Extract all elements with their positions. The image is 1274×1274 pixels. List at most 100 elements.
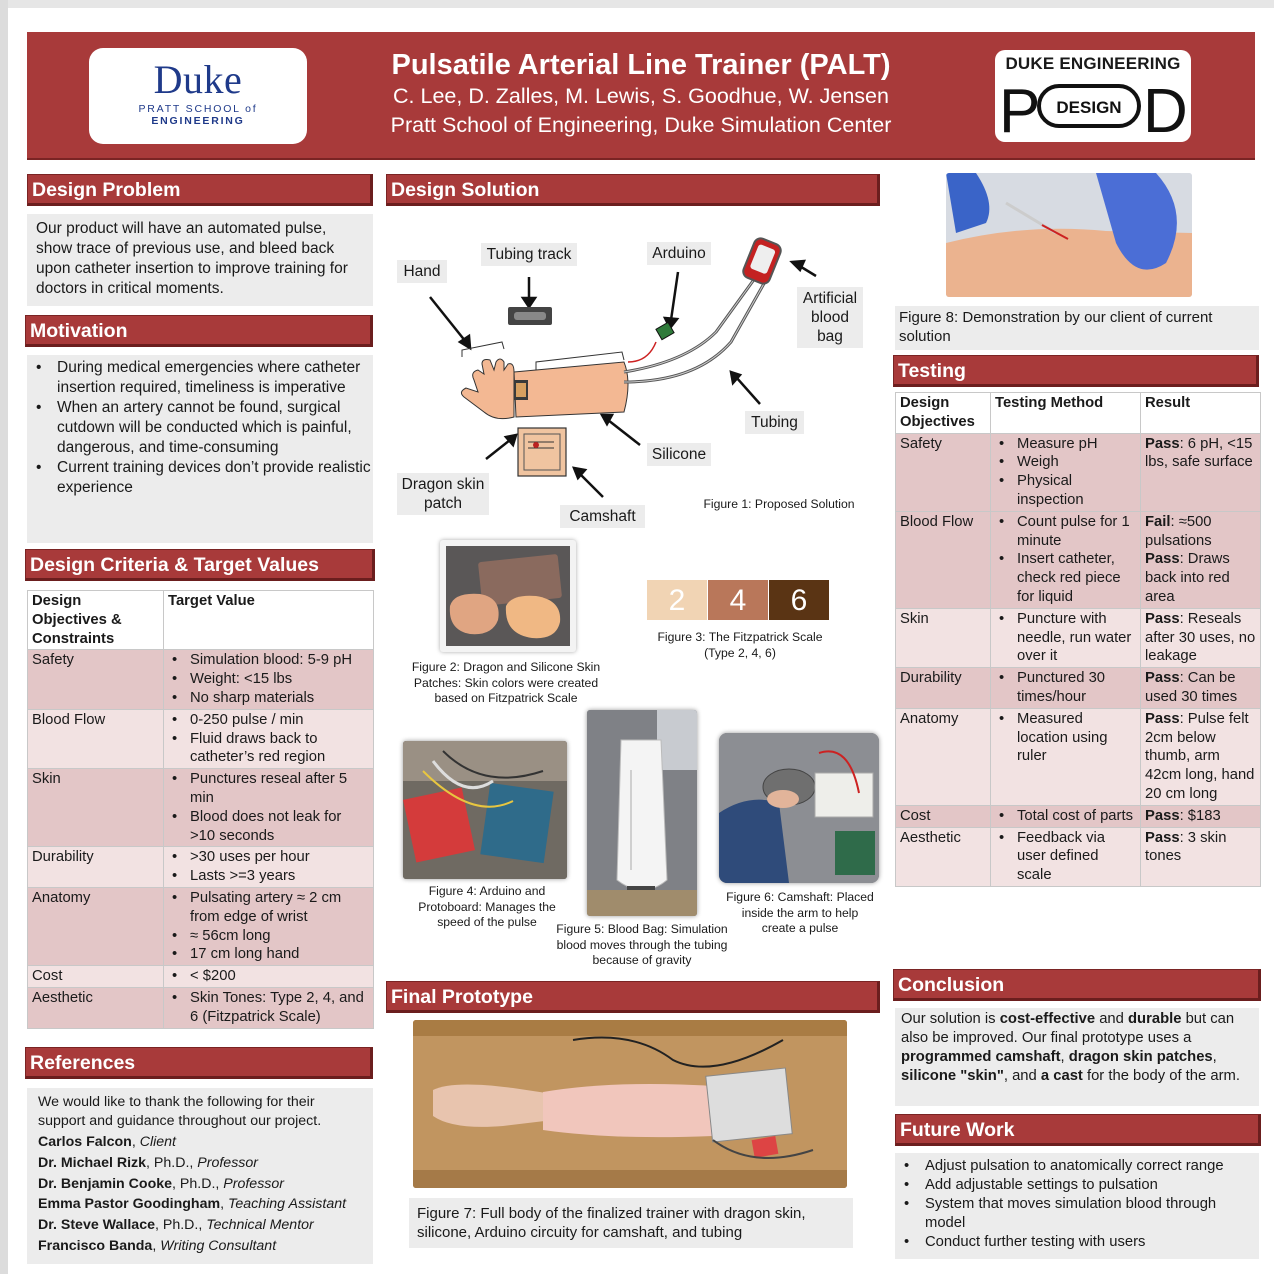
- criteria-target: >30 uses per hour: [168, 848, 369, 867]
- criteria-target: Blood does not leak for >10 seconds: [168, 808, 369, 846]
- criteria-col-objectives: Design Objectives & Constraints: [27, 589, 164, 651]
- duke-pratt-logo: Duke PRATT SCHOOL of ENGINEERING: [89, 48, 307, 144]
- testing-method: Total cost of parts: [995, 807, 1136, 826]
- result-label: Fail: [1145, 513, 1171, 530]
- result-text: : 3 skin tones: [1145, 829, 1227, 865]
- criteria-row-targets: 0-250 pulse / min Fluid draws back to ca…: [163, 708, 374, 770]
- testing-row-result: Pass: $183: [1140, 804, 1261, 828]
- testing-row: Blood Flow Count pulse for 1 minute Inse…: [895, 510, 1261, 609]
- criteria-row-targets: < $200: [163, 965, 374, 988]
- criteria-row-name: Anatomy: [27, 886, 164, 967]
- pod-logo-design: DESIGN: [1056, 98, 1121, 117]
- testing-heading: Testing: [893, 355, 1259, 387]
- testing-method: Puncture with needle, run water over it: [995, 610, 1136, 666]
- conclusion-emphasis: programmed camshaft: [901, 1049, 1061, 1065]
- result-label: Pass: [1145, 435, 1180, 452]
- testing-row-methods: Measure pH Weigh Physical inspection: [990, 432, 1141, 512]
- references-intro: We would like to thank the following for…: [38, 1094, 322, 1129]
- conclusion-emphasis: durable: [1128, 1011, 1182, 1027]
- motivation-heading: Motivation: [25, 315, 373, 347]
- poster-header: Duke PRATT SCHOOL of ENGINEERING Pulsati…: [27, 32, 1255, 160]
- testing-col-method: Testing Method: [990, 392, 1141, 434]
- testing-row-result: Pass: Reseals after 30 uses, no leakage: [1140, 607, 1261, 669]
- conclusion-emphasis: a cast: [1040, 1068, 1083, 1084]
- testing-method: Insert catheter, check red piece for liq…: [995, 550, 1136, 606]
- window-top-edge: [0, 0, 1274, 8]
- criteria-row-targets: Pulsating artery ≈ 2 cm from edge of wri…: [163, 886, 374, 967]
- testing-row-name: Safety: [895, 432, 991, 512]
- reference-entry: Emma Pastor Goodingham, Teaching Assista…: [38, 1194, 362, 1215]
- reference-name: Dr. Benjamin Cooke: [38, 1175, 173, 1192]
- motivation-item: When an artery cannot be found, surgical…: [27, 398, 373, 458]
- fitzpatrick-swatch-6: 6: [769, 580, 829, 620]
- duke-logo-word: Duke: [153, 57, 243, 102]
- label-arduino: Arduino: [647, 242, 711, 265]
- result-label: Pass: [1145, 551, 1180, 568]
- reference-role: Writing Consultant: [160, 1237, 277, 1254]
- result-text: : Reseals after 30 uses, no leakage: [1145, 610, 1256, 665]
- testing-row: Safety Measure pH Weigh Physical inspect…: [895, 432, 1261, 512]
- criteria-target: Fluid draws back to catheter’s red regio…: [168, 730, 369, 768]
- criteria-row-name: Blood Flow: [27, 708, 164, 770]
- motivation-box: During medical emergencies where cathete…: [27, 355, 373, 543]
- testing-row-result: Pass: 6 pH, <15 lbs, safe surface: [1140, 432, 1261, 512]
- reference-role: Professor: [197, 1154, 258, 1171]
- criteria-row-name: Aesthetic: [27, 986, 164, 1029]
- criteria-target: ≈ 56cm long: [168, 927, 369, 946]
- testing-row: Skin Puncture with needle, run water ove…: [895, 607, 1261, 669]
- testing-row-methods: Feedback via user defined scale: [990, 826, 1141, 887]
- reference-name: Dr. Michael Rizk: [38, 1154, 147, 1171]
- figure-4-arduino-photo: [403, 741, 567, 879]
- pod-logo-letter-p: P: [999, 77, 1040, 140]
- testing-row-methods: Measured location using ruler: [990, 707, 1141, 806]
- criteria-target: Pulsating artery ≈ 2 cm from edge of wri…: [168, 889, 369, 927]
- result-label: Pass: [1145, 610, 1180, 627]
- pod-logo-letter-d: D: [1143, 77, 1188, 140]
- conclusion-segment: but can also be improved. Our final prot…: [901, 1011, 1235, 1046]
- testing-row-methods: Punctured 30 times/hour: [990, 667, 1141, 709]
- diagram-arrows: [429, 259, 817, 498]
- criteria-target: Skin Tones: Type 2, 4, and 6 (Fitzpatric…: [168, 989, 369, 1027]
- criteria-row: Aesthetic Skin Tones: Type 2, 4, and 6 (…: [27, 986, 374, 1029]
- conclusion-text: Our solution is cost-effective and durab…: [895, 1008, 1259, 1106]
- future-work-item: System that moves simulation blood throu…: [895, 1195, 1259, 1233]
- conclusion-emphasis: cost-effective: [999, 1011, 1096, 1027]
- reference-degree: , Ph.D.,: [172, 1175, 224, 1192]
- criteria-target: No sharp materials: [168, 689, 369, 708]
- criteria-row: Skin Punctures reseal after 5 min Blood …: [27, 768, 374, 848]
- testing-method: Physical inspection: [995, 472, 1136, 510]
- figure-6-caption: Figure 6: Camshaft: Placed inside the ar…: [726, 890, 874, 935]
- figure-3-caption: Figure 3: The Fitzpatrick Scale (Type 2,…: [657, 630, 823, 660]
- criteria-row: Cost < $200: [27, 965, 374, 988]
- testing-method: Punctured 30 times/hour: [995, 669, 1136, 707]
- result-text: : ≈500 pulsations: [1145, 513, 1212, 549]
- result-label: Pass: [1145, 670, 1180, 687]
- reference-role: Technical Mentor: [206, 1217, 314, 1234]
- conclusion-segment: for the body of the arm.: [1082, 1068, 1240, 1084]
- testing-row-name: Blood Flow: [895, 510, 991, 609]
- testing-row-methods: Puncture with needle, run water over it: [990, 607, 1141, 669]
- criteria-target: Punctures reseal after 5 min: [168, 770, 369, 808]
- testing-row-methods: Total cost of parts: [990, 804, 1141, 828]
- figure-5-blood-bag-photo: [587, 710, 697, 916]
- criteria-target: 17 cm long hand: [168, 945, 369, 964]
- label-silicone: Silicone: [647, 443, 711, 466]
- testing-row-result: Pass: Can be used 30 times: [1140, 667, 1261, 709]
- reference-degree: , Ph.D.,: [146, 1154, 198, 1171]
- conclusion-emphasis: dragon skin patches: [1068, 1049, 1213, 1065]
- testing-row-name: Skin: [895, 607, 991, 669]
- label-camshaft: Camshaft: [560, 505, 645, 528]
- figure-2-caption: Figure 2: Dragon and Silicone Skin Patch…: [411, 660, 601, 705]
- testing-row: Cost Total cost of parts Pass: $183: [895, 804, 1261, 828]
- figure-7-prototype-photo: [413, 1020, 847, 1188]
- references-heading: References: [25, 1047, 373, 1079]
- testing-row-methods: Count pulse for 1 minute Insert catheter…: [990, 510, 1141, 609]
- window-left-edge: [0, 0, 8, 1274]
- duke-logo-line2: ENGINEERING: [151, 115, 245, 127]
- criteria-row-targets: Skin Tones: Type 2, 4, and 6 (Fitzpatric…: [163, 986, 374, 1029]
- design-criteria-heading: Design Criteria & Target Values: [25, 549, 375, 581]
- criteria-row-name: Skin: [27, 768, 164, 848]
- testing-row-name: Durability: [895, 667, 991, 709]
- reference-entry: Francisco Banda, Writing Consultant: [38, 1236, 362, 1257]
